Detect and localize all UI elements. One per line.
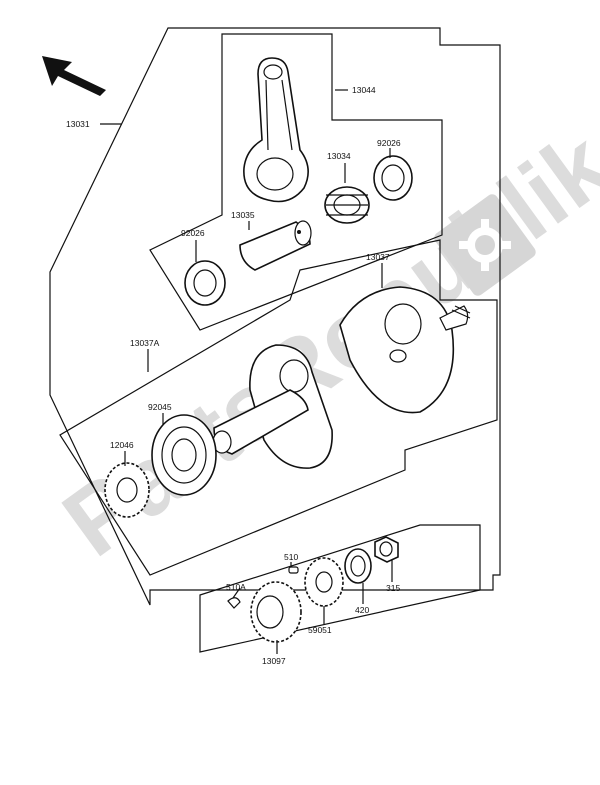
part-13034-needle-bearing	[324, 186, 370, 224]
part-510-key	[288, 566, 299, 574]
label-13031: 13031	[66, 119, 90, 129]
label-13034: 13034	[327, 151, 351, 161]
label-420: 420	[355, 605, 369, 615]
label-13035: 13035	[231, 210, 255, 220]
part-13037A-crankshaft-left	[212, 344, 333, 469]
part-labels: 13031 13044 13034 92026 13035 92026 1303…	[66, 85, 401, 666]
part-420-washer	[344, 548, 372, 584]
part-12046-gear	[104, 462, 150, 518]
label-315: 315	[386, 583, 400, 593]
label-92045: 92045	[148, 402, 172, 412]
label-59051: 59051	[308, 625, 332, 635]
front-direction-arrow-icon	[42, 56, 106, 96]
label-13097: 13097	[262, 656, 286, 666]
part-92026-thrust-washer-upper	[373, 155, 413, 201]
connecting-rod-group-outline	[149, 33, 443, 331]
assembly-outline-13031	[49, 27, 501, 606]
part-59051-gear	[304, 557, 344, 607]
label-510: 510	[284, 552, 298, 562]
label-13044: 13044	[352, 85, 376, 95]
crank-group-outline	[59, 239, 498, 576]
label-13037: 13037	[366, 252, 390, 262]
label-12046: 12046	[110, 440, 134, 450]
part-13035-crank-pin	[239, 220, 312, 271]
label-510A: 510A	[226, 582, 246, 592]
part-92026-thrust-washer-lower	[184, 260, 226, 306]
part-315-nut	[374, 536, 399, 563]
gear-group-outline	[199, 524, 481, 653]
part-13097-gear	[250, 581, 302, 643]
leader-lines	[100, 89, 393, 654]
part-13044-connecting-rod	[243, 57, 309, 203]
part-92045-ball-bearing	[151, 414, 217, 496]
part-510A-key	[227, 597, 241, 609]
label-92026-lower: 92026	[181, 228, 205, 238]
part-13037-crankshaft-right	[339, 286, 471, 414]
label-13037A: 13037A	[130, 338, 160, 348]
gear-logo-icon	[434, 194, 536, 296]
label-92026-upper: 92026	[377, 138, 401, 148]
